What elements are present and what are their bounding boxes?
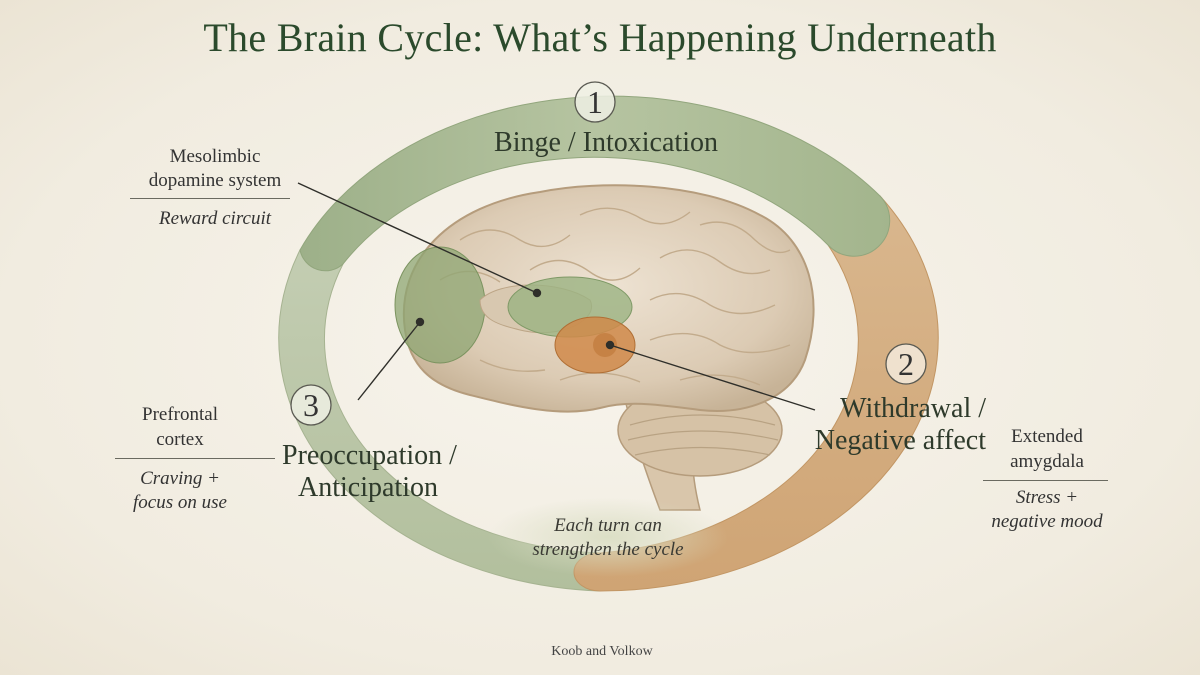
mesolimbic-name-line1: Mesolimbic bbox=[169, 146, 261, 167]
stage-2-label-line1: Withdrawal / bbox=[840, 393, 986, 424]
mesolimbic-role: Reward circuit bbox=[158, 208, 272, 229]
leader-prefrontal bbox=[357, 321, 421, 401]
amygdala-name-line2: amygdala bbox=[1010, 451, 1084, 472]
stage-1-label: Binge / Intoxication bbox=[494, 127, 718, 158]
amygdala-role-line2: negative mood bbox=[991, 511, 1103, 532]
mesolimbic-name-line2: dopamine system bbox=[148, 170, 282, 191]
prefrontal-divider bbox=[115, 458, 275, 459]
stage-2-number: 2 bbox=[898, 346, 914, 382]
stage-3-label-line1: Preoccupation / bbox=[282, 440, 457, 471]
stage-2-segment bbox=[573, 195, 939, 592]
prefrontal-region bbox=[394, 246, 486, 364]
leader-mesolimbic bbox=[297, 182, 538, 294]
prefrontal-name-line1: Prefrontal bbox=[142, 404, 218, 425]
stage-3-label-line2: Anticipation bbox=[298, 472, 438, 503]
prefrontal-name-line2: cortex bbox=[156, 429, 204, 450]
amygdala-name-line1: Extended bbox=[1011, 426, 1083, 447]
amygdala-role-line1: Stress + bbox=[1015, 487, 1079, 508]
stage-3-number: 3 bbox=[303, 387, 319, 423]
stage-1-number: 1 bbox=[587, 84, 603, 120]
stage-2-badge bbox=[885, 343, 927, 385]
prefrontal-role-line2: focus on use bbox=[133, 492, 227, 513]
amygdala-divider bbox=[983, 480, 1108, 481]
center-note-line2: strengthen the cycle bbox=[532, 539, 684, 560]
stage-3-badge bbox=[290, 384, 332, 426]
center-note-line1: Each turn can bbox=[554, 515, 662, 536]
mesolimbic-divider bbox=[130, 198, 290, 199]
gyri-texture bbox=[439, 207, 791, 386]
page-title: The Brain Cycle: What’s Happening Undern… bbox=[203, 15, 997, 60]
stage-1-segment bbox=[299, 95, 891, 272]
center-note-wash bbox=[488, 497, 728, 577]
source-credit: Koob and Volkow bbox=[551, 644, 653, 659]
leader-lines bbox=[297, 182, 816, 411]
leader-amygdala bbox=[609, 344, 816, 411]
stage-1-badge bbox=[574, 81, 616, 123]
stage-2-label-line2: Negative affect bbox=[814, 425, 986, 456]
brain-illustration bbox=[394, 184, 815, 511]
prefrontal-role-line1: Craving + bbox=[140, 468, 220, 489]
